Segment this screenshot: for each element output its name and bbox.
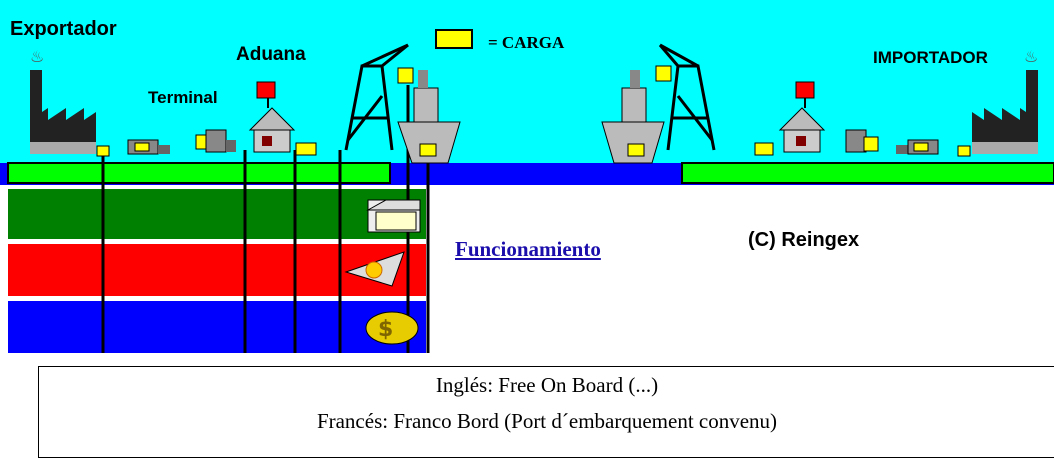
incoterm-diagram: ♨ ♨ — [0, 0, 1054, 353]
import-land — [681, 162, 1054, 184]
import-trucks — [754, 129, 971, 157]
copyright-label: (C) Reingex — [748, 229, 860, 251]
svg-text:$: $ — [378, 317, 393, 342]
folder-icon — [366, 199, 421, 233]
crane-left — [344, 43, 409, 151]
stripe-blue — [8, 301, 426, 353]
importer-label: IMPORTADOR — [873, 48, 988, 67]
customs-house-left — [248, 81, 296, 153]
cargo-on-crane-left — [397, 67, 414, 84]
definition-box: Inglés: Free On Board (...) Francés: Fra… — [38, 366, 1054, 458]
airplane-icon — [344, 251, 405, 287]
export-trucks — [96, 129, 317, 157]
definition-english: Inglés: Free On Board (...) — [435, 373, 659, 397]
terminal-label: Terminal — [148, 88, 218, 107]
customs-house-right — [778, 81, 826, 153]
funcionamiento-link[interactable]: Funcionamiento — [455, 237, 601, 261]
money-icon: $ — [365, 311, 419, 345]
sky — [0, 0, 1054, 163]
definition-french: Francés: Franco Bord (Port d´embarquemen… — [316, 409, 778, 433]
ship-left — [397, 70, 461, 164]
exporter-label: Exportador — [10, 18, 117, 40]
exporter-factory: ♨ — [30, 47, 96, 154]
export-land — [7, 162, 391, 184]
trade-scene: ♨ ♨ — [0, 0, 1054, 353]
importer-factory: ♨ — [972, 47, 1038, 154]
customs-label: Aduana — [236, 44, 306, 65]
ship-right — [601, 70, 665, 164]
crane-right — [658, 43, 716, 151]
svg-text:♨: ♨ — [1024, 47, 1038, 66]
cargo-legend-label: = CARGA — [488, 33, 565, 52]
stripe-green — [8, 189, 426, 239]
cargo-legend-icon — [435, 29, 473, 49]
cargo-on-crane-right — [655, 65, 672, 82]
svg-text:♨: ♨ — [30, 47, 44, 66]
